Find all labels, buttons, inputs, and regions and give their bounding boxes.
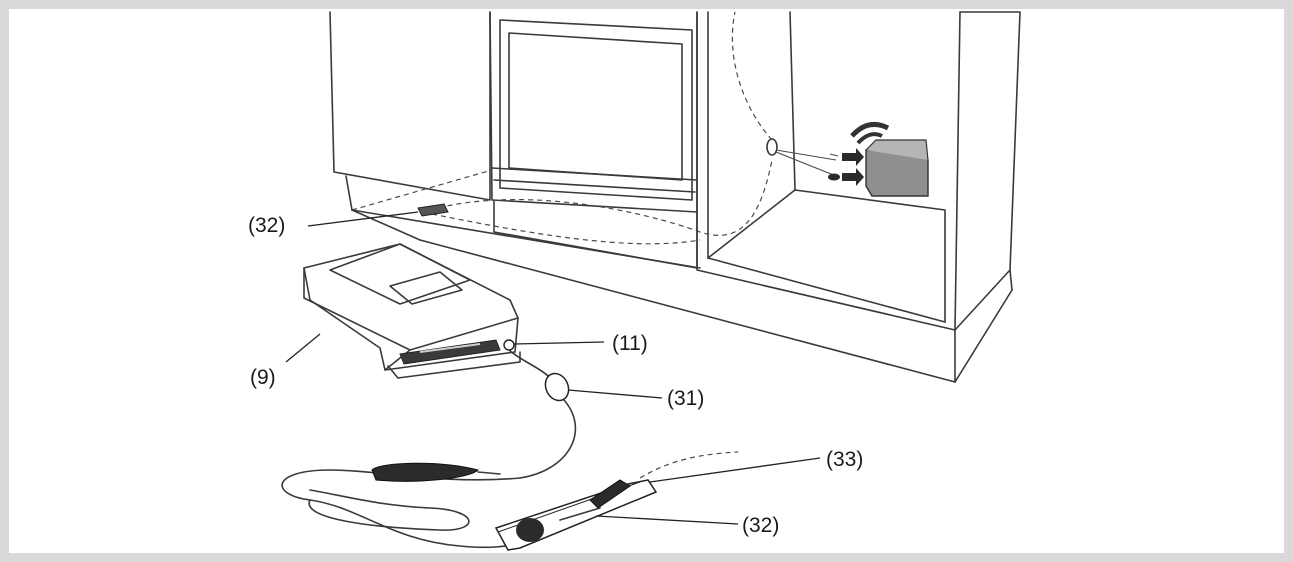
callout-31: (31): [667, 387, 704, 410]
wireless-signal-icon: [850, 121, 890, 138]
callout-9: (9): [250, 366, 276, 389]
control-unit: [303, 243, 521, 379]
callout-33: (33): [826, 448, 863, 471]
leader-lines: [285, 211, 821, 525]
plinth: [351, 159, 956, 383]
arrow-right-icon: [842, 148, 864, 166]
arrow-right-icon: [842, 168, 864, 186]
sensor-strip: [494, 451, 739, 551]
left-cabinet: [329, 11, 493, 211]
oven-unit: [489, 11, 698, 269]
callout-11: (11): [612, 332, 648, 355]
right-cabinet: [696, 11, 1021, 383]
pendant-cable: [281, 349, 577, 549]
callout-32-bottom: (32): [742, 514, 779, 537]
callout-32-top: (32): [248, 214, 285, 237]
